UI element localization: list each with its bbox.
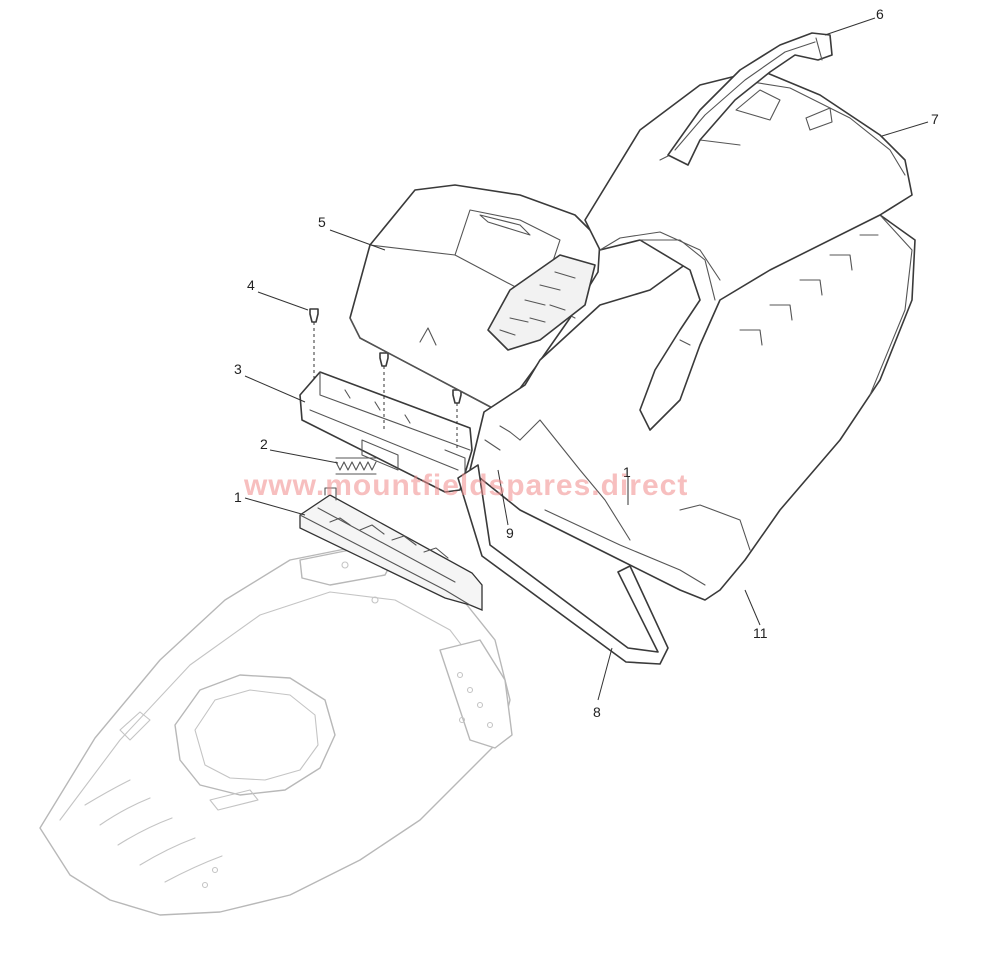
part-1-rear-bracket bbox=[299, 487, 483, 611]
callout-4-screw: 4 bbox=[247, 277, 255, 293]
callout-9-clip: 9 bbox=[506, 525, 514, 541]
part-7-box-lid bbox=[584, 69, 913, 431]
part-11-grass-box bbox=[469, 214, 916, 601]
callout-7-lid: 7 bbox=[931, 111, 939, 127]
watermark-text: www.mountfieldspares.direct bbox=[243, 469, 688, 502]
callout-2-spring: 2 bbox=[260, 436, 268, 452]
callout-11-grass-box: 11 bbox=[753, 625, 768, 641]
callout-labels: 1 2 3 4 5 6 7 8 9 1 11 bbox=[234, 6, 939, 720]
callout-8-frame: 8 bbox=[593, 704, 601, 720]
callout-3-flap: 3 bbox=[234, 361, 242, 377]
part-8-box-frame bbox=[457, 464, 669, 665]
callout-5-cover: 5 bbox=[318, 214, 326, 230]
callout-6-handle: 6 bbox=[876, 6, 884, 22]
part-4-screws bbox=[309, 308, 462, 448]
callout-1-bracket: 1 bbox=[234, 489, 242, 505]
mower-deck bbox=[39, 547, 513, 916]
part-6-carry-handle bbox=[667, 32, 833, 166]
callout-1-clip: 1 bbox=[623, 464, 631, 480]
part-5-top-cover bbox=[349, 184, 601, 413]
leader-lines bbox=[244, 17, 929, 701]
